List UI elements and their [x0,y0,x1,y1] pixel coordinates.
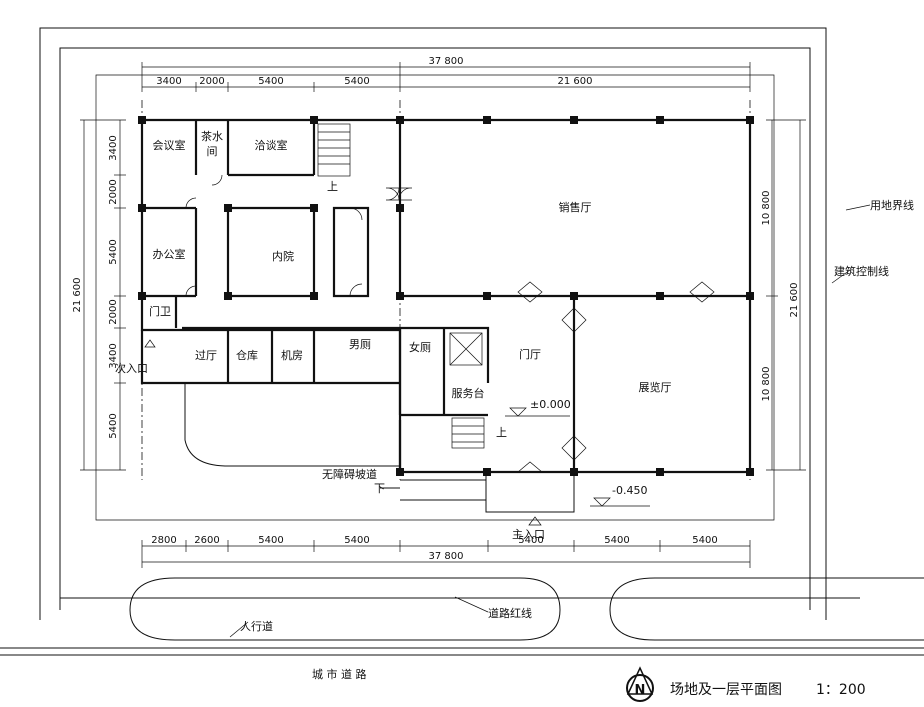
axis-grid [141,100,751,480]
stair-up-label-2: 上 [496,426,507,439]
building-line-label: 建筑控制线 [834,264,889,278]
room-negotiation: 洽谈室 [255,138,288,152]
site-line-label: 用地界线 [870,198,914,212]
room-labels: 会议室 茶水 间 洽谈室 销售厅 办公室 内院 门卫 过厅 仓库 机房 男厕 女… [149,130,672,400]
room-vestibule: 过厅 [195,349,217,362]
elevation-zero: ±0.000 [530,398,571,411]
bottom-total-dim: 37 800 [429,551,464,562]
ramp [184,383,575,513]
room-meeting: 会议室 [153,138,186,152]
bottom-seg-6: 5400 [604,535,629,546]
elevation-negative: -0.450 [612,484,647,497]
side-entrance-label: 次入口 [115,361,148,375]
top-seg-1: 3400 [156,76,181,87]
right-dimensions [766,119,806,471]
title-block: N 场地及一层平面图 1：200 [626,666,866,702]
left-seg-4: 2000 [108,299,119,324]
room-storage: 仓库 [236,348,258,362]
columns [138,116,754,476]
top-dimensions [141,62,751,92]
bottom-seg-1: 2800 [151,535,176,546]
left-seg-3: 5400 [108,239,119,264]
city-road-label: 城 市 道 路 [312,667,367,681]
room-guard: 门卫 [149,304,171,318]
annotations: 上 上 下 次入口 主入口 无障碍坡道 ±0.000 -0.450 用地界线 建… [115,180,914,681]
stairs [317,123,485,449]
left-total-dim: 21 600 [72,278,83,313]
bottom-dimensions [141,540,751,568]
bottom-seg-5: 5400 [518,535,543,546]
room-machine: 机房 [281,348,303,362]
left-dimensions [80,119,126,471]
site-boundary [39,27,871,620]
elevation-markers [144,339,650,526]
right-total-dim: 21 600 [789,283,800,318]
bottom-seg-7: 5400 [692,535,717,546]
left-seg-5: 3400 [108,343,119,368]
top-right-dim: 21 600 [558,76,593,87]
drawing-title: 场地及一层平面图 [670,682,782,698]
bottom-seg-2: 2600 [194,535,219,546]
room-exhibition: 展览厅 [639,380,672,394]
room-lobby: 门厅 [519,347,541,361]
ramp-down-label: 下 [374,482,385,495]
room-sales: 销售厅 [559,200,592,214]
left-seg-2: 2000 [108,179,119,204]
bottom-seg-4: 5400 [344,535,369,546]
room-tea-2: 间 [207,145,218,158]
top-seg-4: 5400 [344,76,369,87]
north-letter: N [635,683,646,698]
left-seg-6: 5400 [108,413,119,438]
room-service: 服务台 [452,386,485,400]
room-women: 女厕 [409,340,431,354]
road-area [0,577,924,656]
doors [185,174,715,473]
stair-up-label-1: 上 [327,180,338,193]
room-office: 办公室 [153,247,186,261]
sidewalk-label: 人行道 [240,619,273,633]
right-seg-2: 10 800 [761,367,772,402]
room-courtyard: 内院 [272,249,294,263]
top-seg-3: 5400 [258,76,283,87]
dimension-text: 37 800 21 600 3400 2000 5400 5400 2800 2… [72,56,800,562]
drawing-scale: 1：200 [816,682,866,698]
top-seg-2: 2000 [199,76,224,87]
left-seg-1: 3400 [108,135,119,160]
room-men: 男厕 [349,338,371,351]
right-seg-1: 10 800 [761,191,772,226]
bottom-seg-3: 5400 [258,535,283,546]
road-red-line-label: 道路红线 [488,606,532,620]
top-total-dim: 37 800 [429,56,464,67]
ramp-label: 无障碍坡道 [322,467,377,481]
main-entrance-label: 主入口 [512,528,545,541]
room-tea-1: 茶水 [201,130,223,143]
